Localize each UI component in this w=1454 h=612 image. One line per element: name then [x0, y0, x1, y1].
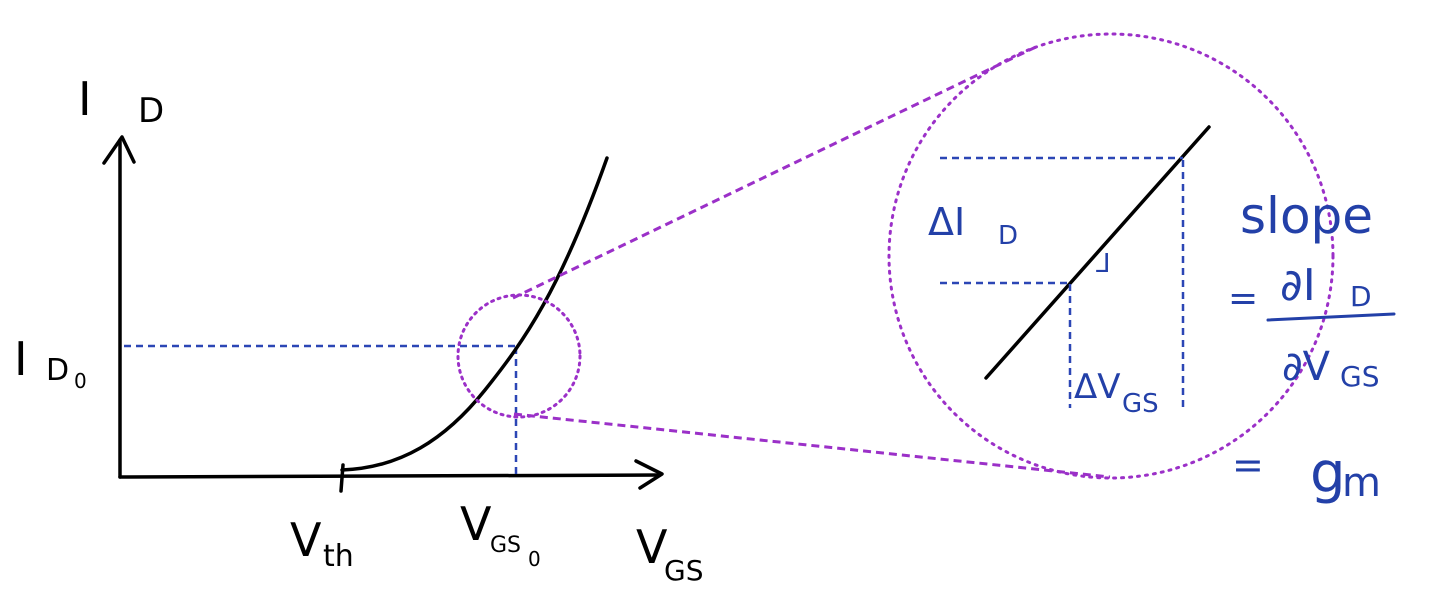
axes [102, 135, 664, 493]
x-axis-arrowhead [634, 459, 664, 490]
vth-label: V [290, 513, 322, 567]
x-axis [118, 473, 662, 479]
y-axis-label: I [78, 72, 92, 126]
slope-word: slope [1240, 187, 1373, 245]
id0-label-sub: D [46, 353, 69, 388]
partial-vgs-sub: GS [1340, 360, 1379, 393]
slope-annotation: slope = ∂I D ∂V GS = g m [1228, 187, 1396, 506]
x-axis-label: V [636, 520, 668, 574]
vgs0-label: V [460, 497, 492, 551]
equals-sign-2: = [1232, 443, 1264, 487]
partial-vgs: ∂V [1282, 344, 1331, 390]
vgs0-label-sub: GS [490, 533, 521, 558]
curve-labels: V th V GS 0 I D 0 [14, 332, 541, 574]
delta-vgs-label: ΔV [1074, 367, 1121, 407]
delta-id-label: ΔI [928, 200, 965, 244]
id0-label-subsub: 0 [74, 369, 87, 393]
right-angle-mark: ⅃ [1096, 249, 1111, 279]
zoom-callout [456, 32, 1335, 480]
id-vgs-curve [340, 156, 609, 472]
zoomed-linear-segment [940, 125, 1211, 412]
equals-sign-1: = [1228, 278, 1258, 319]
zoom-connector-bottom [513, 412, 1111, 479]
tangent-line [984, 125, 1211, 380]
id0-label: I [14, 332, 28, 386]
gm-sub: m [1342, 460, 1381, 506]
delta-id-label-sub: D [998, 221, 1018, 251]
partial-id-sub: D [1350, 280, 1372, 313]
vth-label-sub: th [323, 539, 354, 574]
operating-point-guides [124, 344, 518, 476]
axis-labels: I D V GS [78, 72, 703, 587]
zoom-connector-top [512, 43, 1041, 300]
y-axis-label-sub: D [138, 91, 164, 131]
y-axis-arrowhead [102, 135, 136, 165]
zoom-labels: ΔI D ΔV GS ⅃ [928, 200, 1159, 419]
gm-symbol: g [1310, 441, 1346, 506]
partial-id: ∂I [1280, 260, 1316, 311]
x-axis-label-sub: GS [664, 554, 703, 587]
delta-vgs-label-sub: GS [1122, 389, 1159, 419]
vgs0-label-subsub: 0 [528, 547, 541, 571]
large-zoom-circle [887, 32, 1335, 480]
fraction-bar [1266, 312, 1396, 322]
